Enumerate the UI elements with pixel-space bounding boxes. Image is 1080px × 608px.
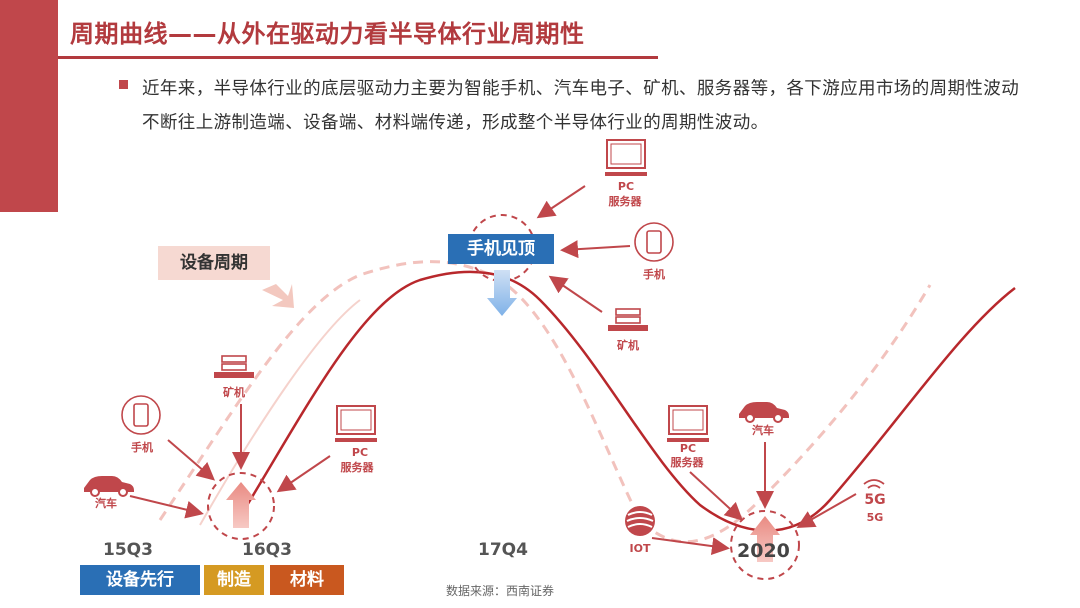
light-cycle-curve bbox=[199, 299, 361, 526]
monitor-icon bbox=[605, 139, 647, 176]
label-pc-top: PC bbox=[617, 180, 635, 193]
label-phone-left: 手机 bbox=[131, 441, 153, 454]
monitor-icon bbox=[335, 405, 377, 442]
phone-icon bbox=[121, 395, 161, 435]
bullet-square-icon bbox=[119, 80, 128, 89]
circle-16q3 bbox=[207, 472, 275, 540]
quarter-16q3: 16Q3 bbox=[242, 540, 292, 560]
title-band bbox=[58, 0, 1080, 62]
equipment-cycle-tag: 设备周期 bbox=[158, 246, 270, 280]
main-cycle-curve bbox=[233, 270, 1016, 532]
pointer-arrow-icon bbox=[262, 284, 294, 308]
label-phone-top: 手机 bbox=[643, 268, 665, 281]
phone-peak-tag: 手机见顶 bbox=[448, 234, 554, 264]
5g-signal-icon bbox=[863, 479, 885, 489]
label-car-left: 汽车 bbox=[95, 497, 117, 510]
up-arrow-icon bbox=[226, 482, 256, 528]
label-5g: 5G bbox=[866, 511, 884, 524]
slide-title: 周期曲线——从外在驱动力看半导体行业周期性 bbox=[70, 20, 585, 48]
quarter-17q4: 17Q4 bbox=[478, 540, 528, 560]
label-pc-right: PC bbox=[679, 442, 697, 455]
title-underline bbox=[58, 56, 658, 59]
monitor-icon bbox=[667, 405, 709, 442]
car-icon bbox=[84, 476, 134, 497]
label-server-right: 服务器 bbox=[670, 456, 704, 469]
data-source: 数据来源：西南证券 bbox=[446, 584, 555, 598]
label-car-right: 汽车 bbox=[752, 424, 774, 437]
up-arrow-icon bbox=[750, 516, 780, 562]
quarter-15q3: 15Q3 bbox=[103, 540, 153, 560]
car-icon bbox=[739, 402, 789, 423]
down-arrow-icon bbox=[487, 270, 517, 316]
year-2020: 2020 bbox=[737, 540, 790, 562]
label-server-left: 服务器 bbox=[340, 461, 374, 474]
equipment-cycle-curve bbox=[158, 260, 932, 544]
label-iot: IOT bbox=[629, 542, 651, 555]
stage-materials: 材料 bbox=[270, 565, 344, 595]
stage-manufacturing: 制造 bbox=[204, 565, 264, 595]
iot-icon bbox=[625, 506, 655, 536]
circle-2020 bbox=[730, 510, 800, 580]
stage-equipment-first: 设备先行 bbox=[80, 565, 200, 595]
miner-icon bbox=[214, 355, 254, 378]
label-server-top: 服务器 bbox=[608, 195, 642, 208]
left-accent-bar bbox=[0, 0, 58, 212]
miner-icon bbox=[608, 308, 648, 331]
label-pc-left: PC bbox=[351, 446, 369, 459]
label-5g-icon-text: 5G bbox=[864, 492, 886, 508]
label-miner-left: 矿机 bbox=[223, 386, 245, 399]
intro-paragraph: 近年来，半导体行业的底层驱动力主要为智能手机、汽车电子、矿机、服务器等，各下游应… bbox=[142, 79, 1020, 133]
phone-icon bbox=[634, 222, 674, 262]
label-miner-top: 矿机 bbox=[617, 339, 639, 352]
